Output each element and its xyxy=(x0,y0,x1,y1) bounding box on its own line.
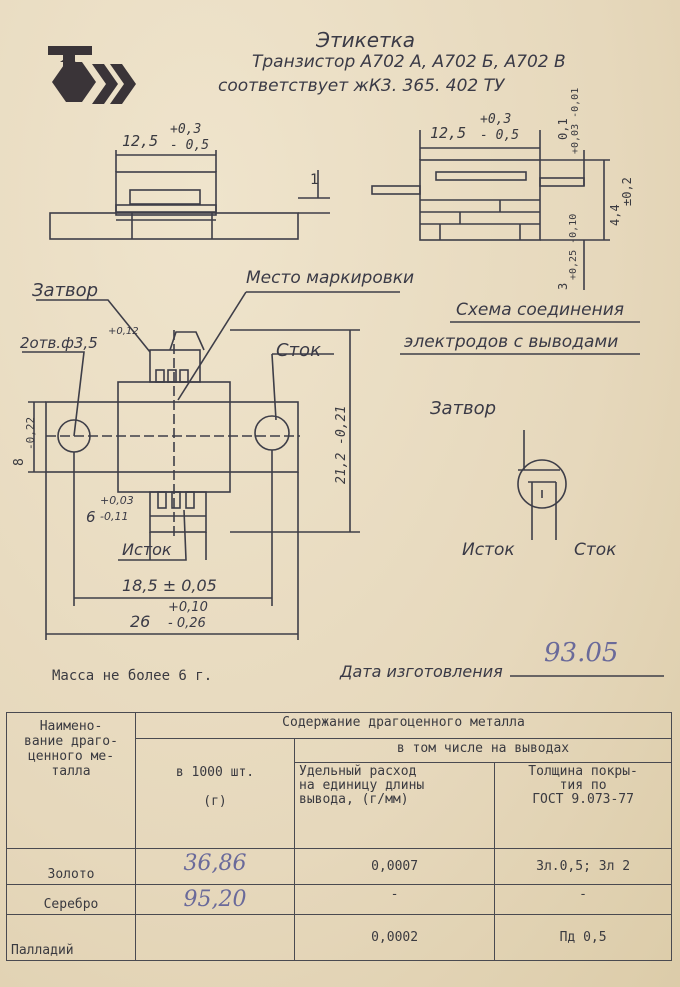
row-amount: 36,86 xyxy=(135,848,295,885)
scheme-drain-label: Сток xyxy=(574,540,617,560)
holes-tol: +0,12 xyxy=(108,326,139,337)
mass-note: Масса не более 6 г. xyxy=(52,668,213,684)
table-row: Серебро 95,20 - - xyxy=(6,884,672,915)
dim-top-tol-plus: +0,3 xyxy=(170,122,202,137)
gate-label: Затвор xyxy=(32,280,99,301)
source-label: Исток xyxy=(122,540,172,559)
dim-side-height: 4,4 xyxy=(608,204,622,226)
row-thickness: Зл.0,5; Зл 2 xyxy=(494,848,672,885)
row-specific: 0,0002 xyxy=(293,914,496,961)
dim-side-t1-tol: +0,03 -0,01 xyxy=(570,87,581,154)
scheme-gate-label: Затвор xyxy=(430,398,497,419)
dim-width-26: 26 xyxy=(130,612,151,631)
dim-height-8-tol: -0,22 xyxy=(24,416,37,450)
dim-width-6-tol-minus: -0,11 xyxy=(100,510,129,523)
dim-width-26-tol-plus: +0,10 xyxy=(168,600,208,615)
col-name-header: Наимено- вание драго- ценного ме- талла xyxy=(6,712,136,849)
col-thickness-header: Толщина покры- тия по ГОСТ 9.073-77 xyxy=(494,762,672,849)
dim-side-t1: 0,1 xyxy=(556,118,570,140)
row-specific: 0,0007 xyxy=(293,848,496,885)
holes-label: 2отв.ф3,5 xyxy=(20,334,98,352)
dim-side-lead-tol: +0,25 -0,10 xyxy=(568,213,579,280)
row-name: Золото xyxy=(6,848,136,885)
col-per1000-header: в 1000 шт. (г) xyxy=(135,738,295,849)
col-leads-header: в том числе на выводах xyxy=(294,738,672,763)
row-amount xyxy=(135,914,295,961)
table-row: Золото 36,86 0,0007 Зл.0,5; Зл 2 xyxy=(6,848,672,885)
dim-width-6: 6 xyxy=(86,508,96,526)
date-label: Дата изготовления xyxy=(340,662,503,681)
dim-height-21: 21,2 -0,21 xyxy=(334,405,349,484)
precious-metals-table: Наимено- вание драго- ценного ме- талла … xyxy=(6,712,672,961)
row-thickness: - xyxy=(494,884,672,915)
dim-side-width: 12,5 xyxy=(430,124,467,142)
col-per1000-label: в 1000 шт. xyxy=(175,765,255,780)
drain-label: Сток xyxy=(276,340,321,361)
spec-line: соответствует жК3. 365. 402 ТУ xyxy=(218,76,505,96)
row-amount: 95,20 xyxy=(135,884,295,915)
dim-width-26-tol-minus: - 0,26 xyxy=(168,616,206,631)
dim-side-tol-plus: +0,3 xyxy=(480,112,512,127)
col-specific-header: Удельный расход на единицу длины вывода,… xyxy=(293,762,496,849)
row-specific: - xyxy=(293,884,496,915)
table-row: Палладий 0,0002 Пд 0,5 xyxy=(6,914,672,961)
scheme-title-2: электродов с выводами xyxy=(404,332,619,352)
dim-side-lead: 3 xyxy=(556,282,570,290)
col-content-header: Содержание драгоценного металла xyxy=(135,712,672,739)
scheme-title-1: Схема соединения xyxy=(456,300,625,320)
dim-width-185: 18,5 ± 0,05 xyxy=(122,576,217,595)
dim-one: 1 xyxy=(310,172,319,188)
dim-top-tol-minus: - 0,5 xyxy=(170,138,210,153)
dim-side-height-tol: ±0,2 xyxy=(620,177,634,206)
dim-height-8: 8 xyxy=(12,458,27,466)
transistor-line: Транзистор А702 А, А702 Б, А702 В xyxy=(252,52,566,72)
dim-width-6-tol-plus: +0,03 xyxy=(100,494,134,507)
marking-label: Место маркировки xyxy=(246,268,415,288)
scheme-source-label: Исток xyxy=(462,540,515,560)
col-per1000-unit: (г) xyxy=(203,794,227,809)
date-value: 93.05 xyxy=(544,638,619,668)
label-title: Этикетка xyxy=(316,28,415,52)
row-name: Серебро xyxy=(6,884,136,915)
dim-side-tol-minus: - 0,5 xyxy=(480,128,520,143)
dim-top-width: 12,5 xyxy=(122,132,159,150)
row-name: Палладий xyxy=(6,914,136,961)
row-thickness: Пд 0,5 xyxy=(494,914,672,961)
